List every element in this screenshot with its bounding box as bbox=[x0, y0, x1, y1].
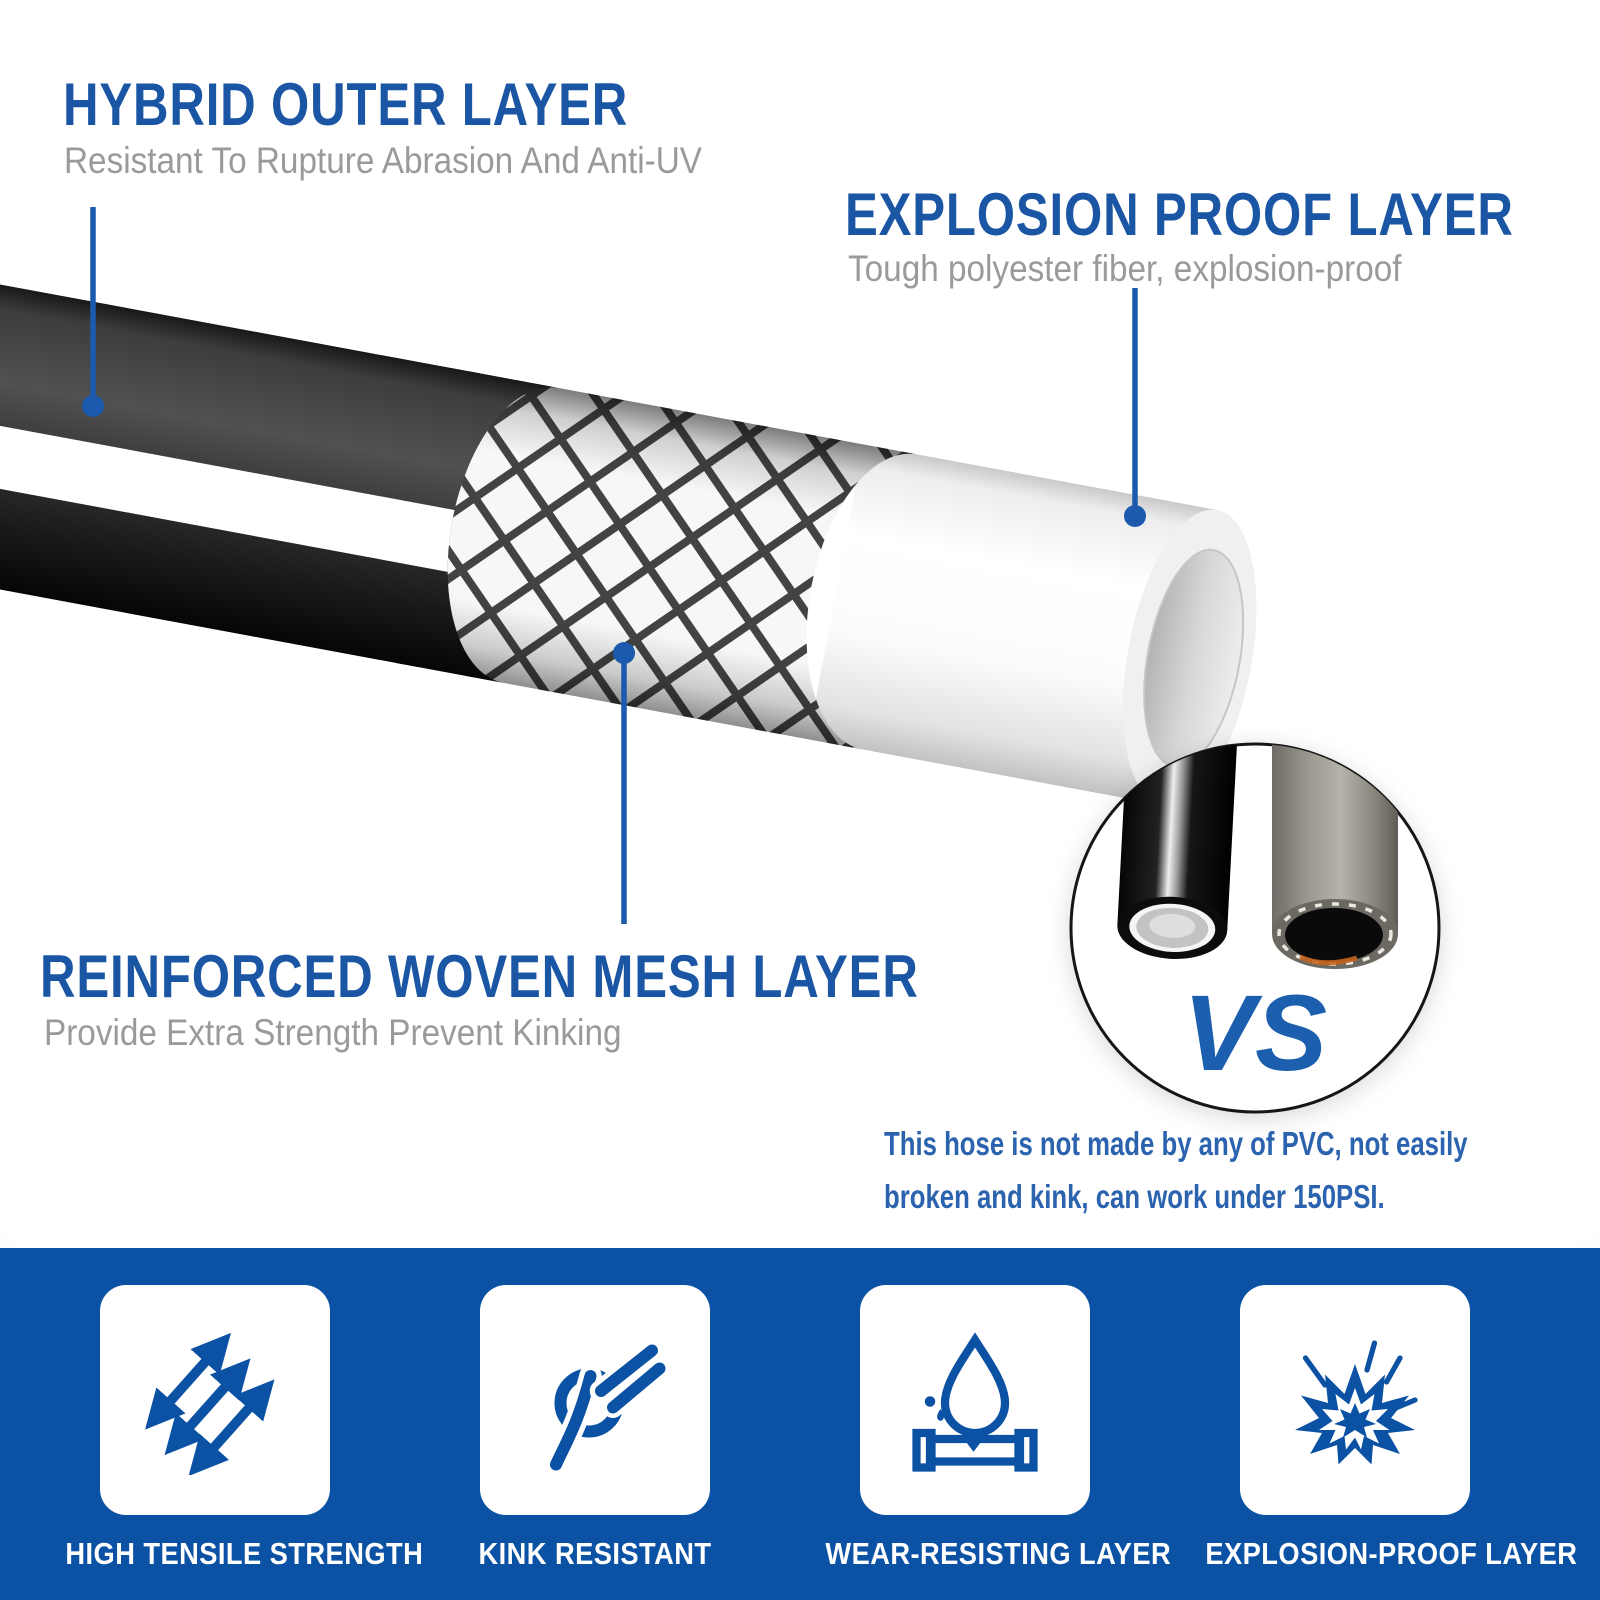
feature-label-kink: KINK RESISTANT bbox=[478, 1536, 712, 1571]
leader-dot-mesh bbox=[613, 642, 635, 664]
explosion-layer-subtitle: Tough polyester fiber, explosion-proof bbox=[848, 248, 1402, 289]
feature-band: HIGH TENSILE STRENGTH KINK RESISTANT WEA… bbox=[0, 1248, 1600, 1600]
mesh-layer-title: REINFORCED WOVEN MESH LAYER bbox=[40, 943, 919, 1010]
mesh-layer-subtitle: Provide Extra Strength Prevent Kinking bbox=[44, 1012, 622, 1053]
vs-good-hose-cross-section bbox=[1117, 744, 1238, 959]
explosion-proof-layer-graphic bbox=[808, 444, 1257, 806]
comparison-description-line1: This hose is not made by any of PVC, not… bbox=[884, 1125, 1468, 1162]
leader-dot-explosion bbox=[1124, 505, 1146, 527]
feature-tile-explosion bbox=[1240, 1285, 1470, 1515]
outer-layer-stripe bbox=[0, 411, 559, 601]
explosion-burst-icon bbox=[1295, 1340, 1418, 1465]
vs-label: VS bbox=[1183, 972, 1327, 1093]
outer-layer-graphic bbox=[0, 274, 559, 683]
vs-comparison-badge: VS bbox=[1069, 742, 1441, 1114]
leader-lines bbox=[90, 207, 1138, 924]
mesh-layer-graphic bbox=[395, 367, 918, 750]
explosion-layer-title: EXPLOSION PROOF LAYER bbox=[845, 181, 1514, 248]
comparison-description-line2: broken and kink, can work under 150PSI. bbox=[884, 1177, 1385, 1215]
water-drop-pipe-icon bbox=[912, 1332, 1038, 1472]
comparison-description: This hose is not made by any of PVC, not… bbox=[884, 1118, 1468, 1224]
feature-tile-kink bbox=[480, 1285, 710, 1515]
vs-pvc-hose-cross-section bbox=[1272, 744, 1398, 969]
hybrid-layer-subtitle: Resistant To Rupture Abrasion And Anti-U… bbox=[64, 140, 703, 181]
feature-tile-tensile bbox=[100, 1285, 330, 1515]
feature-label-explosion: EXPLOSION-PROOF LAYER bbox=[1205, 1536, 1578, 1571]
hybrid-layer-title: HYBRID OUTER LAYER bbox=[63, 71, 629, 138]
tensile-arrows-icon bbox=[145, 1332, 275, 1475]
leader-dot-hybrid bbox=[82, 395, 104, 417]
feature-label-tensile: HIGH TENSILE STRENGTH bbox=[65, 1536, 424, 1571]
knot-icon bbox=[544, 1339, 670, 1475]
feature-tile-wear bbox=[860, 1285, 1090, 1515]
feature-label-wear: WEAR-RESISTING LAYER bbox=[825, 1536, 1172, 1571]
